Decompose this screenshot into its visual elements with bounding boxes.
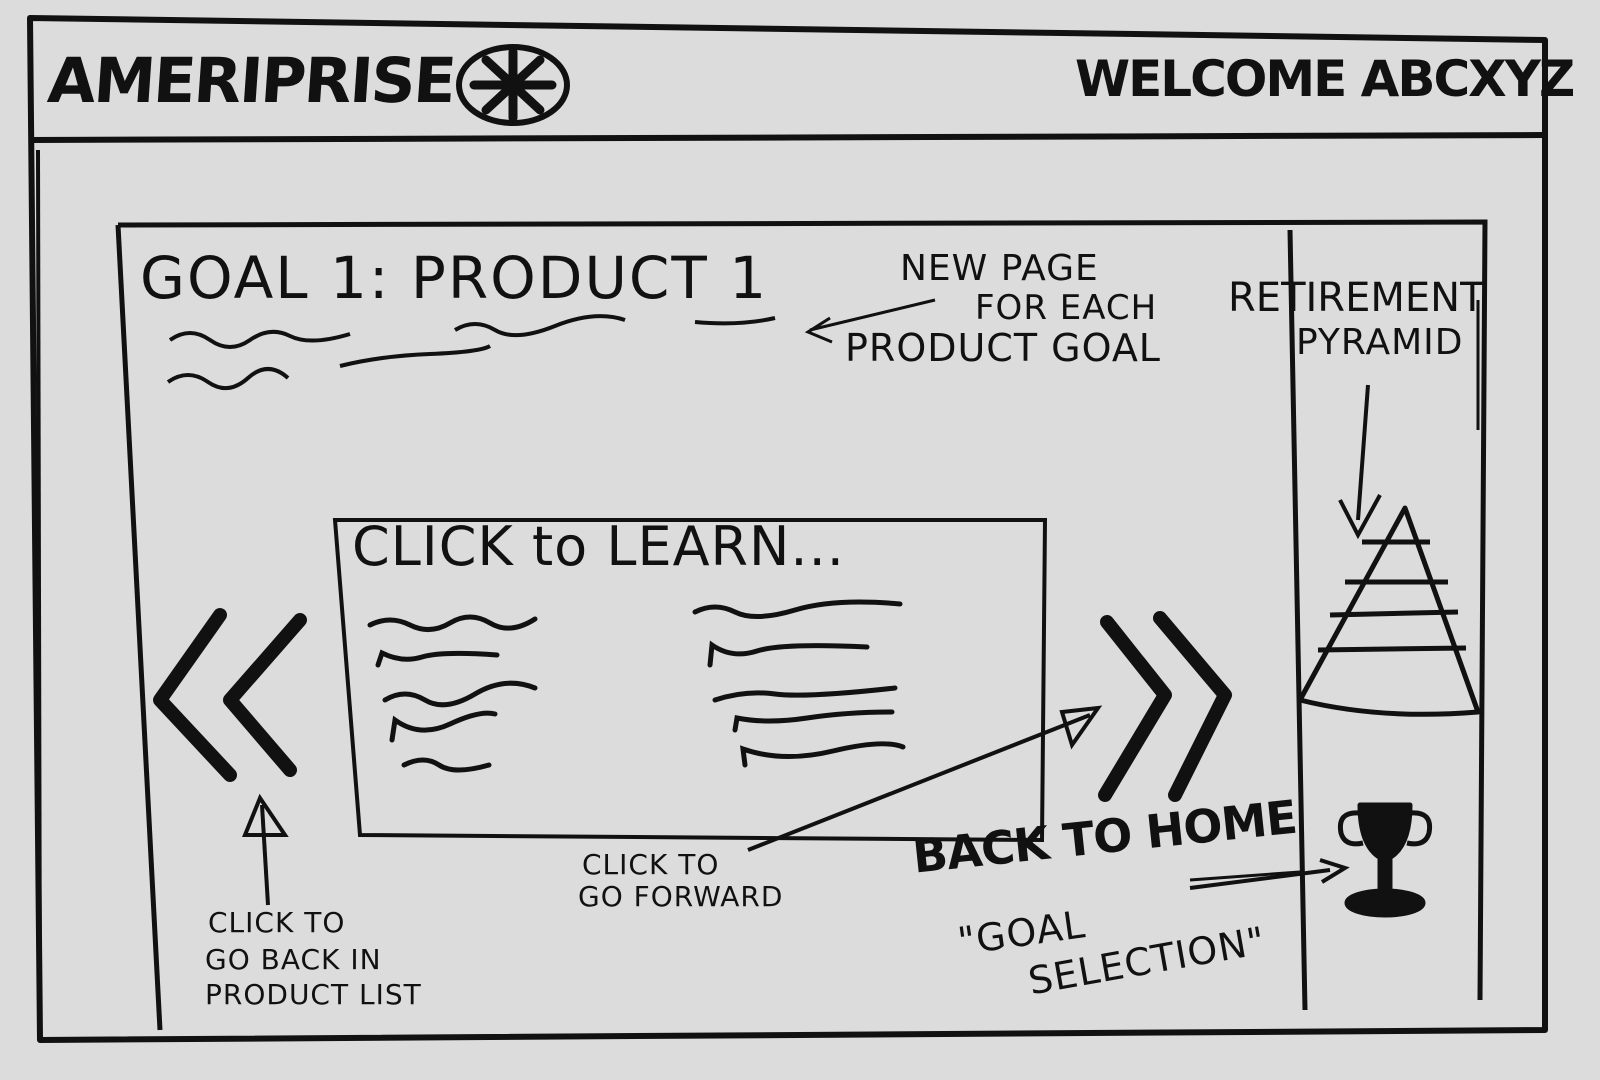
- new-page-note-line-2: FOR EACH: [975, 288, 1158, 328]
- back-note-line-1: CLICK TO: [208, 906, 346, 939]
- double-chevron-left-icon: [153, 608, 307, 782]
- forward-note-line-2: GO FORWARD: [578, 880, 784, 913]
- welcome-user[interactable]: WELCOME ABCXYZ: [1075, 50, 1575, 108]
- learn-card-title: CLICK to LEARN...: [352, 515, 845, 578]
- trophy-icon[interactable]: [1335, 795, 1435, 920]
- pyramid-icon[interactable]: [1290, 500, 1481, 720]
- forward-note-line-1: CLICK TO: [582, 848, 720, 881]
- new-page-note-line-3: PRODUCT GOAL: [845, 326, 1161, 370]
- back-note-line-3: PRODUCT LIST: [205, 978, 422, 1011]
- retirement-pyramid-label-2: PYRAMID: [1296, 322, 1464, 363]
- brand-name: AMERIPRISE: [45, 44, 457, 117]
- page-title: GOAL 1: PRODUCT 1: [140, 244, 769, 312]
- back-chevron-button[interactable]: [150, 605, 320, 785]
- back-note-line-2: GO BACK IN: [205, 943, 382, 976]
- double-chevron-right-icon: [1098, 611, 1232, 802]
- forward-chevron-button[interactable]: [1095, 610, 1245, 805]
- new-page-note-line-1: NEW PAGE: [900, 248, 1099, 289]
- retirement-pyramid-label: RETIREMENT: [1228, 275, 1485, 321]
- asterisk-logo-icon: [454, 42, 572, 128]
